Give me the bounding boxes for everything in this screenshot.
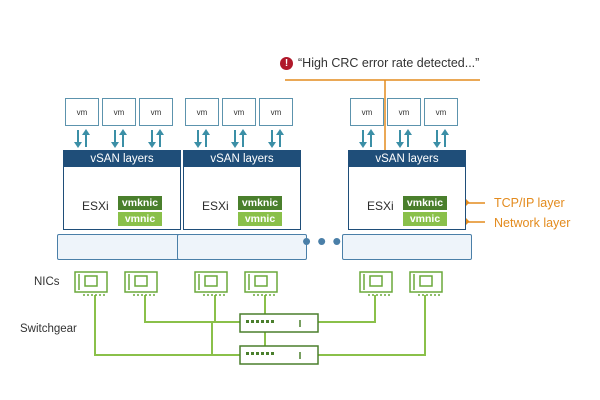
switch-2 [239,345,319,365]
vmknic-label: vmknic [403,196,447,210]
nic-card-icon [244,271,278,296]
vm-traffic-arrows [268,129,284,148]
vmnic-label: vmnic [118,212,162,226]
vm-traffic-arrows [231,129,247,148]
switchgear-label: Switchgear [20,323,77,335]
cable-2a [214,295,240,323]
vm-box: vm [185,98,219,126]
nic-card-icon [194,271,228,296]
vsan-layers-header: vSAN layers [64,151,180,167]
vmknic-label: vmknic [238,196,282,210]
vmnic-label: vmnic [238,212,282,226]
nic-card-icon [409,271,443,296]
vsan-layers-header: vSAN layers [184,151,300,167]
vm-box: vm [424,98,458,126]
vm-box: vm [139,98,173,126]
alert-message: “High CRC error rate detected...” [298,56,480,70]
vm-traffic-arrows [111,129,127,148]
server-hardware-bar [57,234,187,260]
vm-box: vm [259,98,293,126]
vm-box: vm [102,98,136,126]
esxi-label: ESXi [82,199,109,213]
cable-1a [94,295,240,356]
vmknic-label: vmknic [118,196,162,210]
vmnic-label: vmnic [403,212,447,226]
esxi-label: ESXi [367,199,394,213]
vm-traffic-arrows [194,129,210,148]
vsan-layers-header: vSAN layers [349,151,465,167]
switch-1 [239,313,319,333]
vm-box: vm [350,98,384,126]
server-hardware-bar [177,234,307,260]
ellipsis: ••• [302,226,348,256]
exclamation-icon: ! [280,57,293,70]
cable-1b [144,295,240,323]
nic-card-icon [359,271,393,296]
vm-traffic-arrows [359,129,375,148]
cable-3b [318,295,426,356]
vm-traffic-arrows [148,129,164,148]
tcpip-layer-label: TCP/IP layer [494,196,565,210]
esxi-label: ESXi [202,199,229,213]
nic-card-icon [124,271,158,296]
nics-label: NICs [34,276,60,288]
network-layer-label: Network layer [494,216,571,230]
cable-3a [318,295,376,323]
server-hardware-bar [342,234,472,260]
vm-traffic-arrows [74,129,90,148]
vm-box: vm [387,98,421,126]
nic-card-icon [74,271,108,296]
vm-traffic-arrows [396,129,412,148]
vm-box: vm [65,98,99,126]
vm-box: vm [222,98,256,126]
vm-traffic-arrows [433,129,449,148]
